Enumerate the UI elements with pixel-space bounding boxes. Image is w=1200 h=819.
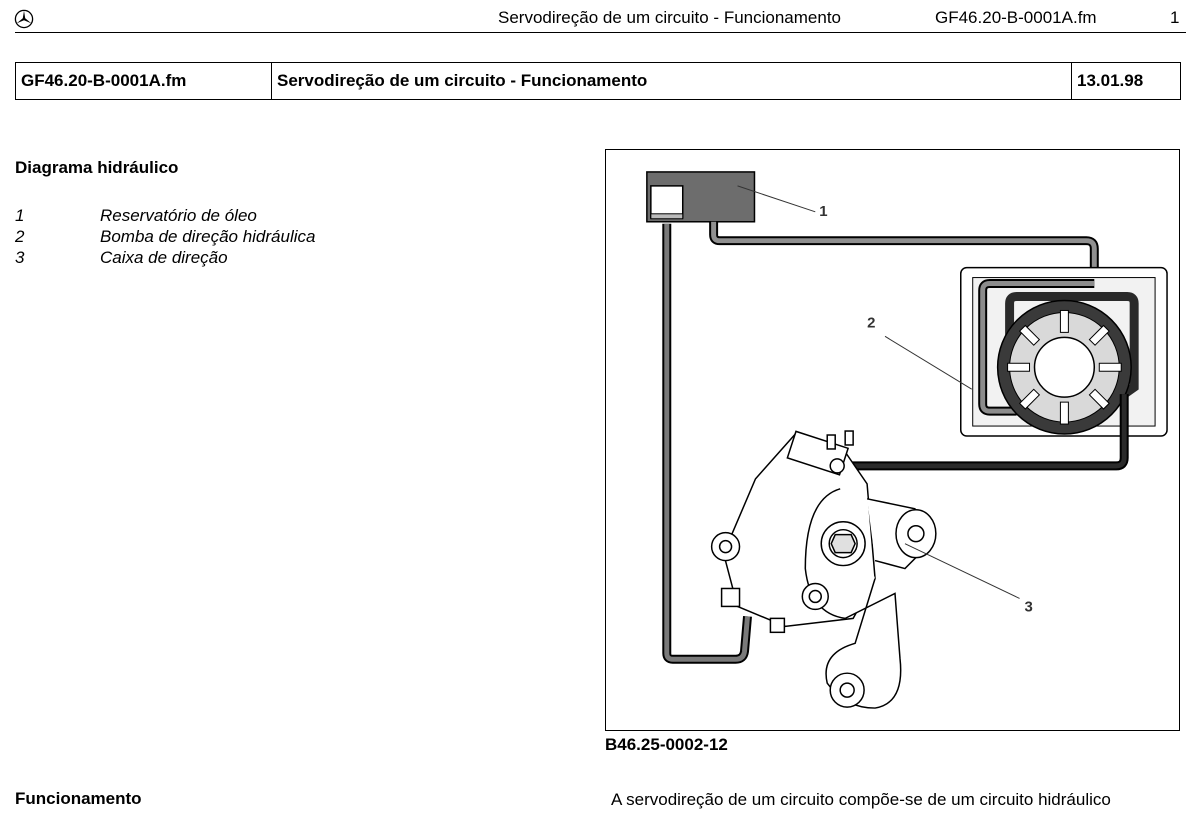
legend-number: 1 (15, 206, 25, 225)
hydraulic-diagram-figure: 1 2 3 (605, 149, 1180, 731)
document-meta-table: GF46.20-B-0001A.fm Servodireção de um ci… (15, 62, 1181, 100)
legend-label: Caixa de direção (100, 248, 228, 267)
legend-label: Reservatório de óleo (100, 206, 257, 225)
header-rule (15, 32, 1186, 33)
steering-gear-box (710, 430, 937, 709)
legend-number: 3 (15, 248, 25, 267)
header-file: GF46.20-B-0001A.fm (935, 8, 1097, 27)
callout-3: 3 (1025, 598, 1033, 615)
oil-reservoir (646, 171, 756, 223)
mercedes-star-icon (14, 9, 34, 29)
power-steering-pump (960, 266, 1168, 437)
meta-title: Servodireção de um circuito - Funcioname… (271, 62, 1072, 100)
legend-number: 2 (15, 227, 25, 246)
function-heading: Funcionamento (15, 789, 142, 808)
meta-date: 13.01.98 (1071, 62, 1181, 100)
hydraulic-diagram-illustration: 1 2 3 (646, 171, 1168, 709)
callout-2: 2 (867, 314, 875, 331)
function-text: A servodireção de um circuito compõe-se … (611, 790, 1111, 809)
meta-doc-id: GF46.20-B-0001A.fm (15, 62, 272, 100)
callout-leaders (737, 185, 1020, 599)
callout-1: 1 (819, 203, 827, 220)
header-title: Servodireção de um circuito - Funcioname… (498, 8, 841, 27)
diagram-heading: Diagrama hidráulico (15, 158, 179, 177)
figure-caption: B46.25-0002-12 (605, 735, 728, 754)
logo (14, 9, 34, 29)
legend-label: Bomba de direção hidráulica (100, 227, 316, 246)
header-page-number: 1 (1170, 8, 1180, 27)
meta-row: GF46.20-B-0001A.fm Servodireção de um ci… (15, 62, 1181, 100)
